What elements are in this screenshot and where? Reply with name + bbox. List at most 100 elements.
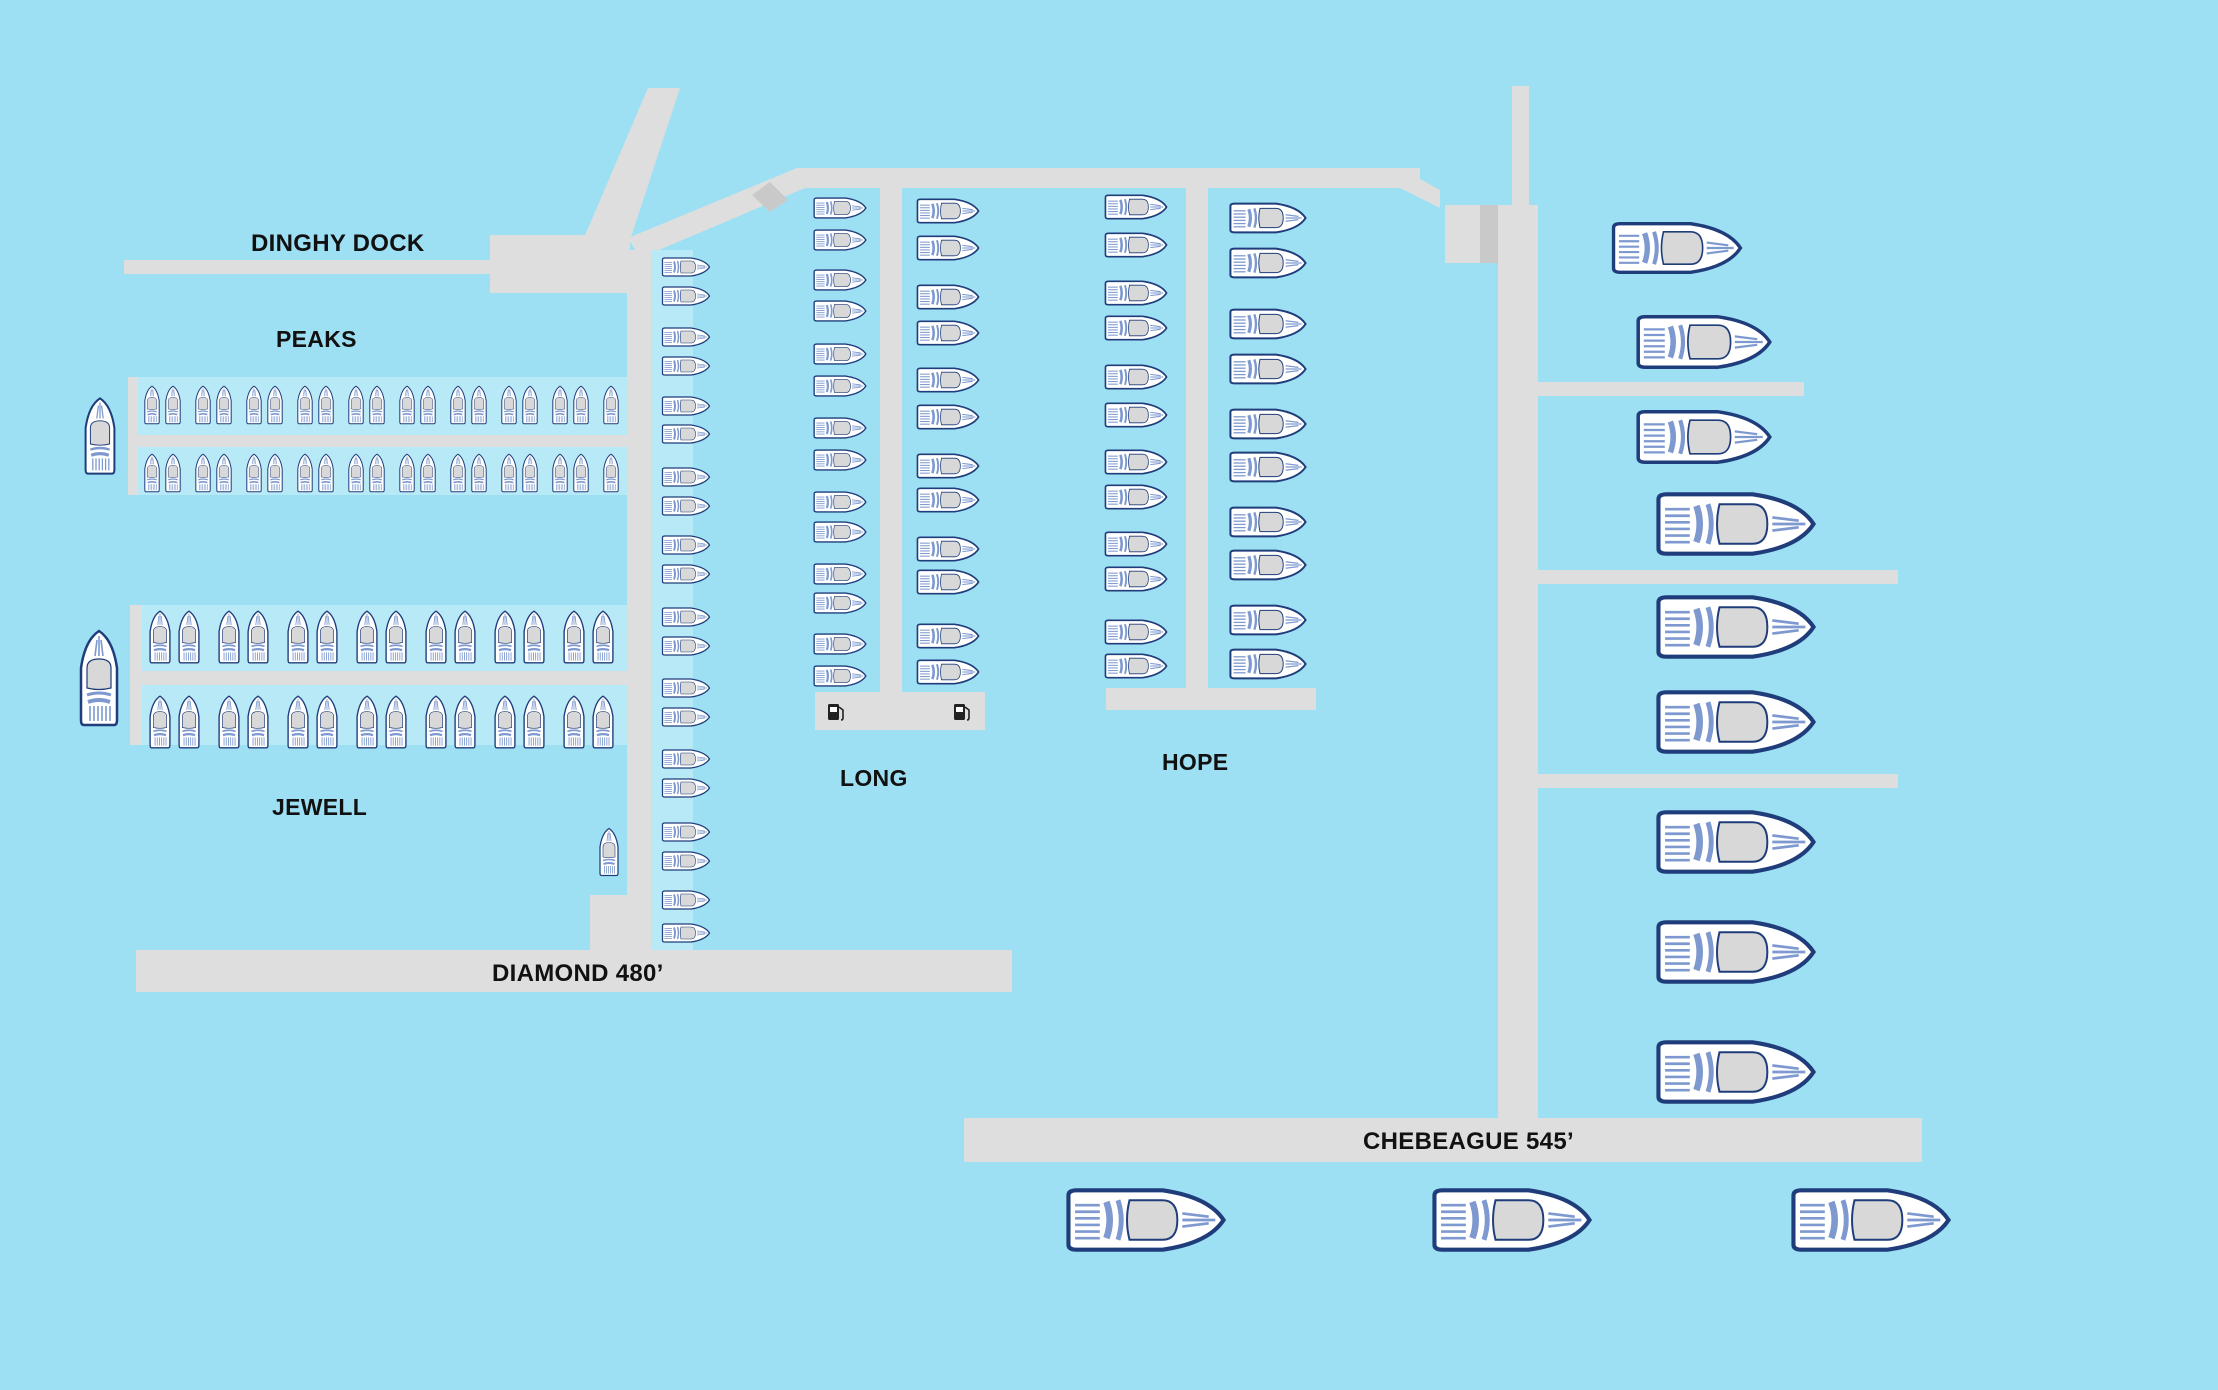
boat-icon bbox=[1614, 224, 1741, 273]
diamond-dock-label: DIAMOND 480’ bbox=[492, 960, 664, 987]
boat-icon bbox=[1103, 484, 1169, 510]
boat-icon bbox=[812, 300, 868, 322]
boat-icon bbox=[915, 320, 981, 346]
boat-icon bbox=[1658, 922, 1813, 981]
boat-icon bbox=[1793, 1190, 1948, 1249]
boat-icon bbox=[81, 631, 117, 725]
boat-icon bbox=[661, 286, 711, 306]
boat-icon bbox=[1068, 1190, 1223, 1249]
boat-icon bbox=[1103, 232, 1169, 258]
boat-icon bbox=[149, 694, 171, 750]
boat-icon bbox=[356, 694, 378, 750]
boat-icon bbox=[425, 694, 447, 750]
boat-icon bbox=[1658, 692, 1813, 751]
boat-icon bbox=[246, 385, 262, 425]
boat-icon bbox=[1230, 249, 1305, 278]
boat-icon bbox=[494, 694, 516, 750]
boat-icon bbox=[661, 424, 711, 444]
boat-icon bbox=[812, 375, 868, 397]
boat-icon bbox=[812, 633, 868, 655]
boat-icon bbox=[812, 269, 868, 291]
boat-icon bbox=[287, 609, 309, 665]
boat-icon bbox=[297, 453, 313, 493]
boat-icon bbox=[915, 453, 981, 479]
boat-icon bbox=[149, 609, 171, 665]
boat-icon bbox=[165, 453, 181, 493]
boat-icon bbox=[915, 659, 981, 685]
boat-icon bbox=[812, 197, 868, 219]
boat-icon bbox=[1230, 355, 1305, 384]
boat-icon bbox=[348, 453, 364, 493]
boat-icon bbox=[1434, 1190, 1589, 1249]
boat-icon bbox=[1230, 508, 1305, 537]
boat-icon bbox=[178, 694, 200, 750]
boat-icon bbox=[592, 609, 614, 665]
boat-icon bbox=[812, 563, 868, 585]
boat-icon bbox=[216, 385, 232, 425]
boat-icon bbox=[915, 367, 981, 393]
boat-icon bbox=[661, 778, 711, 798]
boat-icon bbox=[1103, 194, 1169, 220]
boat-icon bbox=[216, 453, 232, 493]
boat-icon bbox=[1638, 317, 1770, 367]
boat-icon bbox=[915, 487, 981, 513]
boat-icon bbox=[144, 453, 160, 493]
boat-icon bbox=[661, 890, 711, 910]
boat-icon bbox=[603, 385, 619, 425]
boat-icon bbox=[399, 385, 415, 425]
boat-icon bbox=[522, 453, 538, 493]
boat-icon bbox=[552, 453, 568, 493]
boat-icon bbox=[523, 694, 545, 750]
boat-icon bbox=[471, 385, 487, 425]
boat-icon bbox=[195, 385, 211, 425]
boat-icon bbox=[661, 257, 711, 277]
boat-icon bbox=[1103, 449, 1169, 475]
boat-icon bbox=[661, 822, 711, 842]
boat-icon bbox=[316, 694, 338, 750]
boat-icon bbox=[812, 491, 868, 513]
boat-icon bbox=[1103, 402, 1169, 428]
boat-icon bbox=[573, 453, 589, 493]
boat-icon bbox=[661, 535, 711, 555]
boat-icon bbox=[385, 694, 407, 750]
boat-icon bbox=[267, 385, 283, 425]
boat-icon bbox=[661, 678, 711, 698]
boat-icon bbox=[563, 694, 585, 750]
boat-icon bbox=[348, 385, 364, 425]
boat-icon bbox=[915, 569, 981, 595]
boat-icon bbox=[420, 453, 436, 493]
boat-icon bbox=[1103, 280, 1169, 306]
boat-icon bbox=[1638, 412, 1770, 462]
boat-icon bbox=[450, 453, 466, 493]
jewell-dock-label: JEWELL bbox=[272, 794, 368, 820]
boat-icon bbox=[661, 707, 711, 727]
boat-icon bbox=[1230, 204, 1305, 233]
boat-icon bbox=[356, 609, 378, 665]
boat-icon bbox=[494, 609, 516, 665]
boat-icon bbox=[563, 609, 585, 665]
boat-icon bbox=[812, 521, 868, 543]
boat-icon bbox=[165, 385, 181, 425]
boat-icon bbox=[454, 609, 476, 665]
boat-icon bbox=[385, 609, 407, 665]
boat-icon bbox=[522, 385, 538, 425]
boat-icon bbox=[501, 453, 517, 493]
boat-icon bbox=[1103, 531, 1169, 557]
boat-icon bbox=[812, 229, 868, 251]
boat-icon bbox=[915, 198, 981, 224]
boat-icon bbox=[318, 453, 334, 493]
boat-icon bbox=[178, 609, 200, 665]
boat-icon bbox=[297, 385, 313, 425]
boat-icon bbox=[1103, 566, 1169, 592]
boat-icon bbox=[812, 417, 868, 439]
boat-icon bbox=[1658, 1042, 1813, 1101]
boat-icon bbox=[1230, 606, 1305, 635]
boat-icon bbox=[369, 453, 385, 493]
boat-icon bbox=[661, 564, 711, 584]
fuel-pump-icon bbox=[828, 704, 844, 721]
boat-icon bbox=[915, 623, 981, 649]
dinghy-dock-label: DINGHY DOCK bbox=[251, 230, 425, 257]
boat-icon bbox=[195, 453, 211, 493]
boat-icon bbox=[812, 592, 868, 614]
